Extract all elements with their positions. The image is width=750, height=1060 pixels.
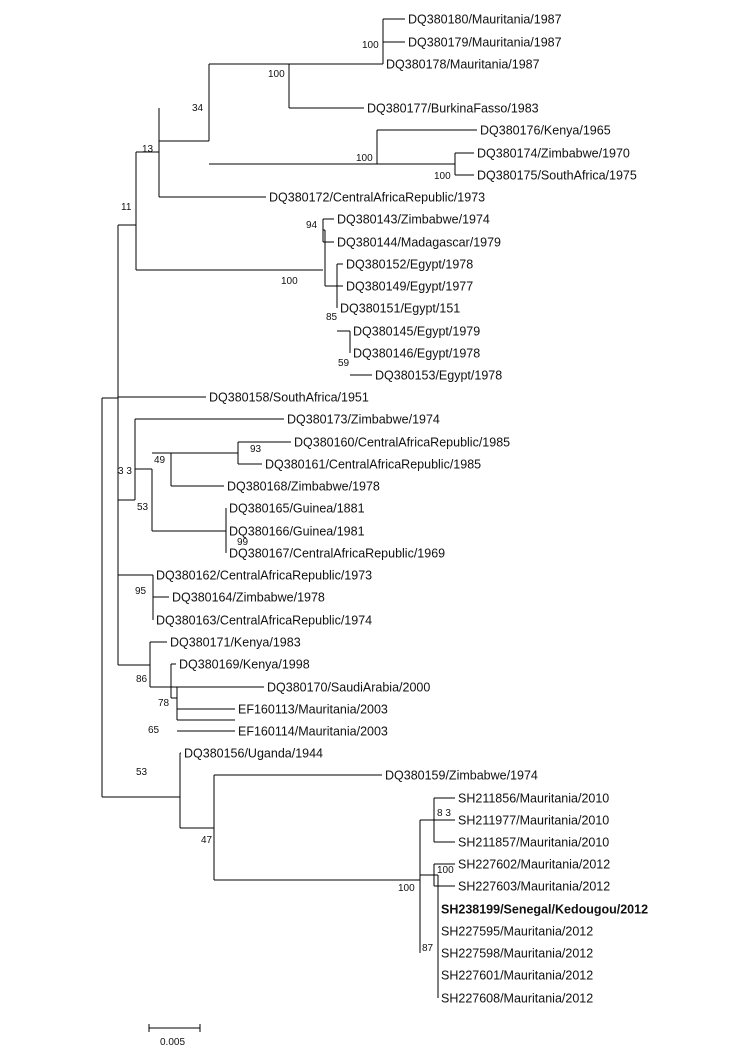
taxon-label: DQ380180/Mauritania/1987 [408,13,562,27]
bootstrap-value: 100 [434,171,451,182]
taxon-label: DQ380160/CentralAfricaRepublic/1985 [294,436,510,450]
scale-bar: 0.005 [148,1024,201,1048]
bootstrap-value: 49 [154,455,166,466]
bootstrap-value: 59 [338,358,350,369]
taxon-label: SH227603/Mauritania/2012 [458,880,610,894]
bootstrap-value: 100 [362,40,379,51]
bootstrap-value: 11 [121,202,132,213]
taxon-label: DQ380161/CentralAfricaRepublic/1985 [265,458,481,472]
taxon-label: DQ380164/Zimbabwe/1978 [172,591,325,605]
bootstrap-value: 100 [281,276,298,287]
taxon-label: DQ380178/Mauritania/1987 [386,58,540,72]
bootstrap-value: 53 [137,502,149,513]
bootstrap-value: 94 [306,220,318,231]
taxon-label: DQ380156/Uganda/1944 [184,747,323,761]
taxon-label: SH238199/Senegal/Kedougou/2012 [441,903,648,917]
bootstrap-value: 3 3 [118,466,132,477]
taxon-label: DQ380163/CentralAfricaRepublic/1974 [156,614,372,628]
taxon-label: SH227598/Mauritania/2012 [441,947,593,961]
bootstrap-value: 93 [250,444,262,455]
bootstrap-value: 100 [398,883,415,894]
taxon-label: DQ380169/Kenya/1998 [179,658,310,672]
taxon-label: EF160113/Mauritania/2003 [238,703,388,717]
taxon-label: SH227595/Mauritania/2012 [441,925,593,939]
taxon-label: DQ380166/Guinea/1981 [229,525,365,539]
taxon-label: DQ380179/Mauritania/1987 [408,36,562,50]
taxon-label: DQ380167/CentralAfricaRepublic/1969 [229,547,445,561]
bootstrap-value: 13 [142,144,154,155]
bootstrap-value: 34 [192,103,204,114]
taxon-label: DQ380145/Egypt/1979 [353,325,480,339]
taxon-label: DQ380173/Zimbabwe/1974 [287,413,440,427]
taxon-label: DQ380175/SouthAfrica/1975 [477,169,637,183]
bootstrap-value: 47 [201,835,213,846]
taxon-label: EF160114/Mauritania/2003 [238,725,388,739]
taxon-label: SH211857/Mauritania/2010 [458,836,609,850]
taxon-label: DQ380177/BurkinaFasso/1983 [367,102,539,116]
bootstrap-value: 100 [356,153,373,164]
bootstrap-value: 99 [237,537,249,548]
taxon-label: DQ380151/Egypt/151 [340,302,460,316]
bootstrap-value: 8 3 [437,808,451,819]
taxon-label: DQ380153/Egypt/1978 [375,369,502,383]
taxon-label: DQ380165/Guinea/1881 [229,502,365,516]
bootstrap-value: 65 [148,725,160,736]
taxon-label: DQ380144/Madagascar/1979 [337,236,501,250]
tree-branches [101,18,477,998]
bootstrap-labels: 100 100 34 100 100 13 11 94 100 85 59 93 49 99 53 3 3 95… [118,40,454,954]
taxon-label: DQ380152/Egypt/1978 [346,258,473,272]
taxon-label: SH227608/Mauritania/2012 [441,992,593,1006]
taxon-labels: DQ380180/Mauritania/1987DQ380179/Maurita… [156,13,648,1006]
taxon-label: DQ380143/Zimbabwe/1974 [337,213,490,227]
taxon-label: DQ380172/CentralAfricaRepublic/1973 [269,191,485,205]
taxon-label: DQ380171/Kenya/1983 [170,636,301,650]
taxon-label: DQ380162/CentralAfricaRepublic/1973 [156,569,372,583]
taxon-label: DQ380170/SaudiArabia/2000 [267,681,430,695]
taxon-label: DQ380146/Egypt/1978 [353,347,480,361]
taxon-label: DQ380174/Zimbabwe/1970 [477,147,630,161]
taxon-label: SH227601/Mauritania/2012 [441,969,593,983]
bootstrap-value: 85 [326,312,338,323]
bootstrap-value: 100 [268,69,285,80]
bootstrap-value: 87 [422,943,434,954]
taxon-label: SH211856/Mauritania/2010 [458,792,609,806]
bootstrap-value: 53 [136,767,148,778]
bootstrap-value: 86 [136,674,148,685]
bootstrap-value: 78 [158,698,170,709]
scale-bar-label: 0.005 [160,1037,185,1048]
taxon-label: DQ380159/Zimbabwe/1974 [385,769,538,783]
bootstrap-value: 100 [437,865,454,876]
taxon-label: SH227602/Mauritania/2012 [458,858,610,872]
taxon-label: DQ380149/Egypt/1977 [346,280,473,294]
bootstrap-value: 95 [135,586,147,597]
taxon-label: DQ380168/Zimbabwe/1978 [227,480,380,494]
taxon-label: DQ380176/Kenya/1965 [480,124,611,138]
taxon-label: SH211977/Mauritania/2010 [458,814,609,828]
taxon-label: DQ380158/SouthAfrica/1951 [209,391,369,405]
